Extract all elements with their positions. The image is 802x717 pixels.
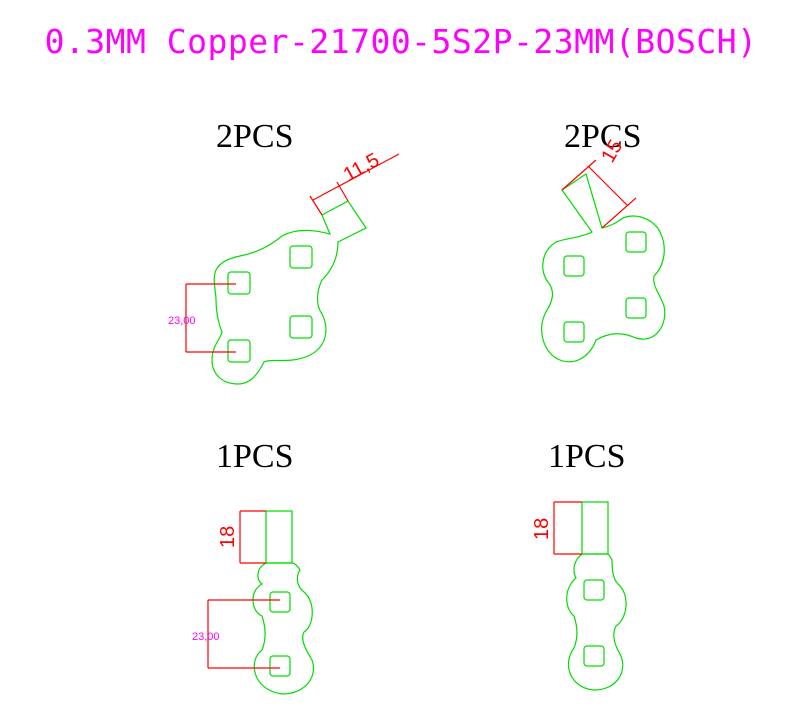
part-3-slot-2 [269,655,291,677]
part-2-slot-4 [625,297,647,319]
drawing-title: 0.3MM Copper-21700-5S2P-23MM(BOSCH) [44,22,758,61]
part-4-nickel-strip [566,501,627,691]
part-1-outline [211,200,367,385]
part-1-pitch-dimension: 23,00 [168,283,236,353]
part-1-slot-4 [289,315,313,339]
part-1-quantity: 2PCS [216,118,294,155]
part-2-slot-3 [563,321,585,343]
part-2-quantity: 2PCS [564,118,642,155]
part-1-nickel-strip [211,200,367,385]
part-3-pitch-dimension-label: 23,00 [192,631,220,643]
part-3-tab [265,510,293,564]
part-4-slot-1 [583,579,605,601]
part-2-slot-2 [625,231,647,253]
part-4-outline [566,553,627,691]
part-1-slot-1 [227,271,251,295]
part-3-nickel-strip [252,510,315,695]
part-2-slot-1 [563,255,585,277]
part-3-tab-dimension-label: 18 [217,526,239,548]
part-1-slot-2 [289,245,313,269]
part-2-outline [541,173,666,363]
part-4-slot-2 [583,645,605,667]
part-3-pitch-dimension: 23,00 [192,599,280,669]
part-4-tab-dimension-label: 18 [531,518,553,540]
part-1-tab-dimension-label: 11,5 [340,149,383,186]
part-1-pitch-dimension-label: 23,00 [168,315,196,327]
part-1-slot-3 [227,339,251,363]
part-4-tab [581,501,609,555]
part-3-quantity: 1PCS [216,438,294,475]
part-4-quantity: 1PCS [548,438,626,475]
part-2-tab-dimension-label: 15 [597,136,627,166]
part-4-tab-dimension: 18 [531,501,582,555]
part-1-tab-dimension: 11,5 [309,149,400,216]
part-3-slot-1 [269,591,291,613]
part-3-outline [252,562,315,695]
part-3-tab-dimension: 18 [217,510,266,564]
part-2-nickel-strip [541,173,666,363]
